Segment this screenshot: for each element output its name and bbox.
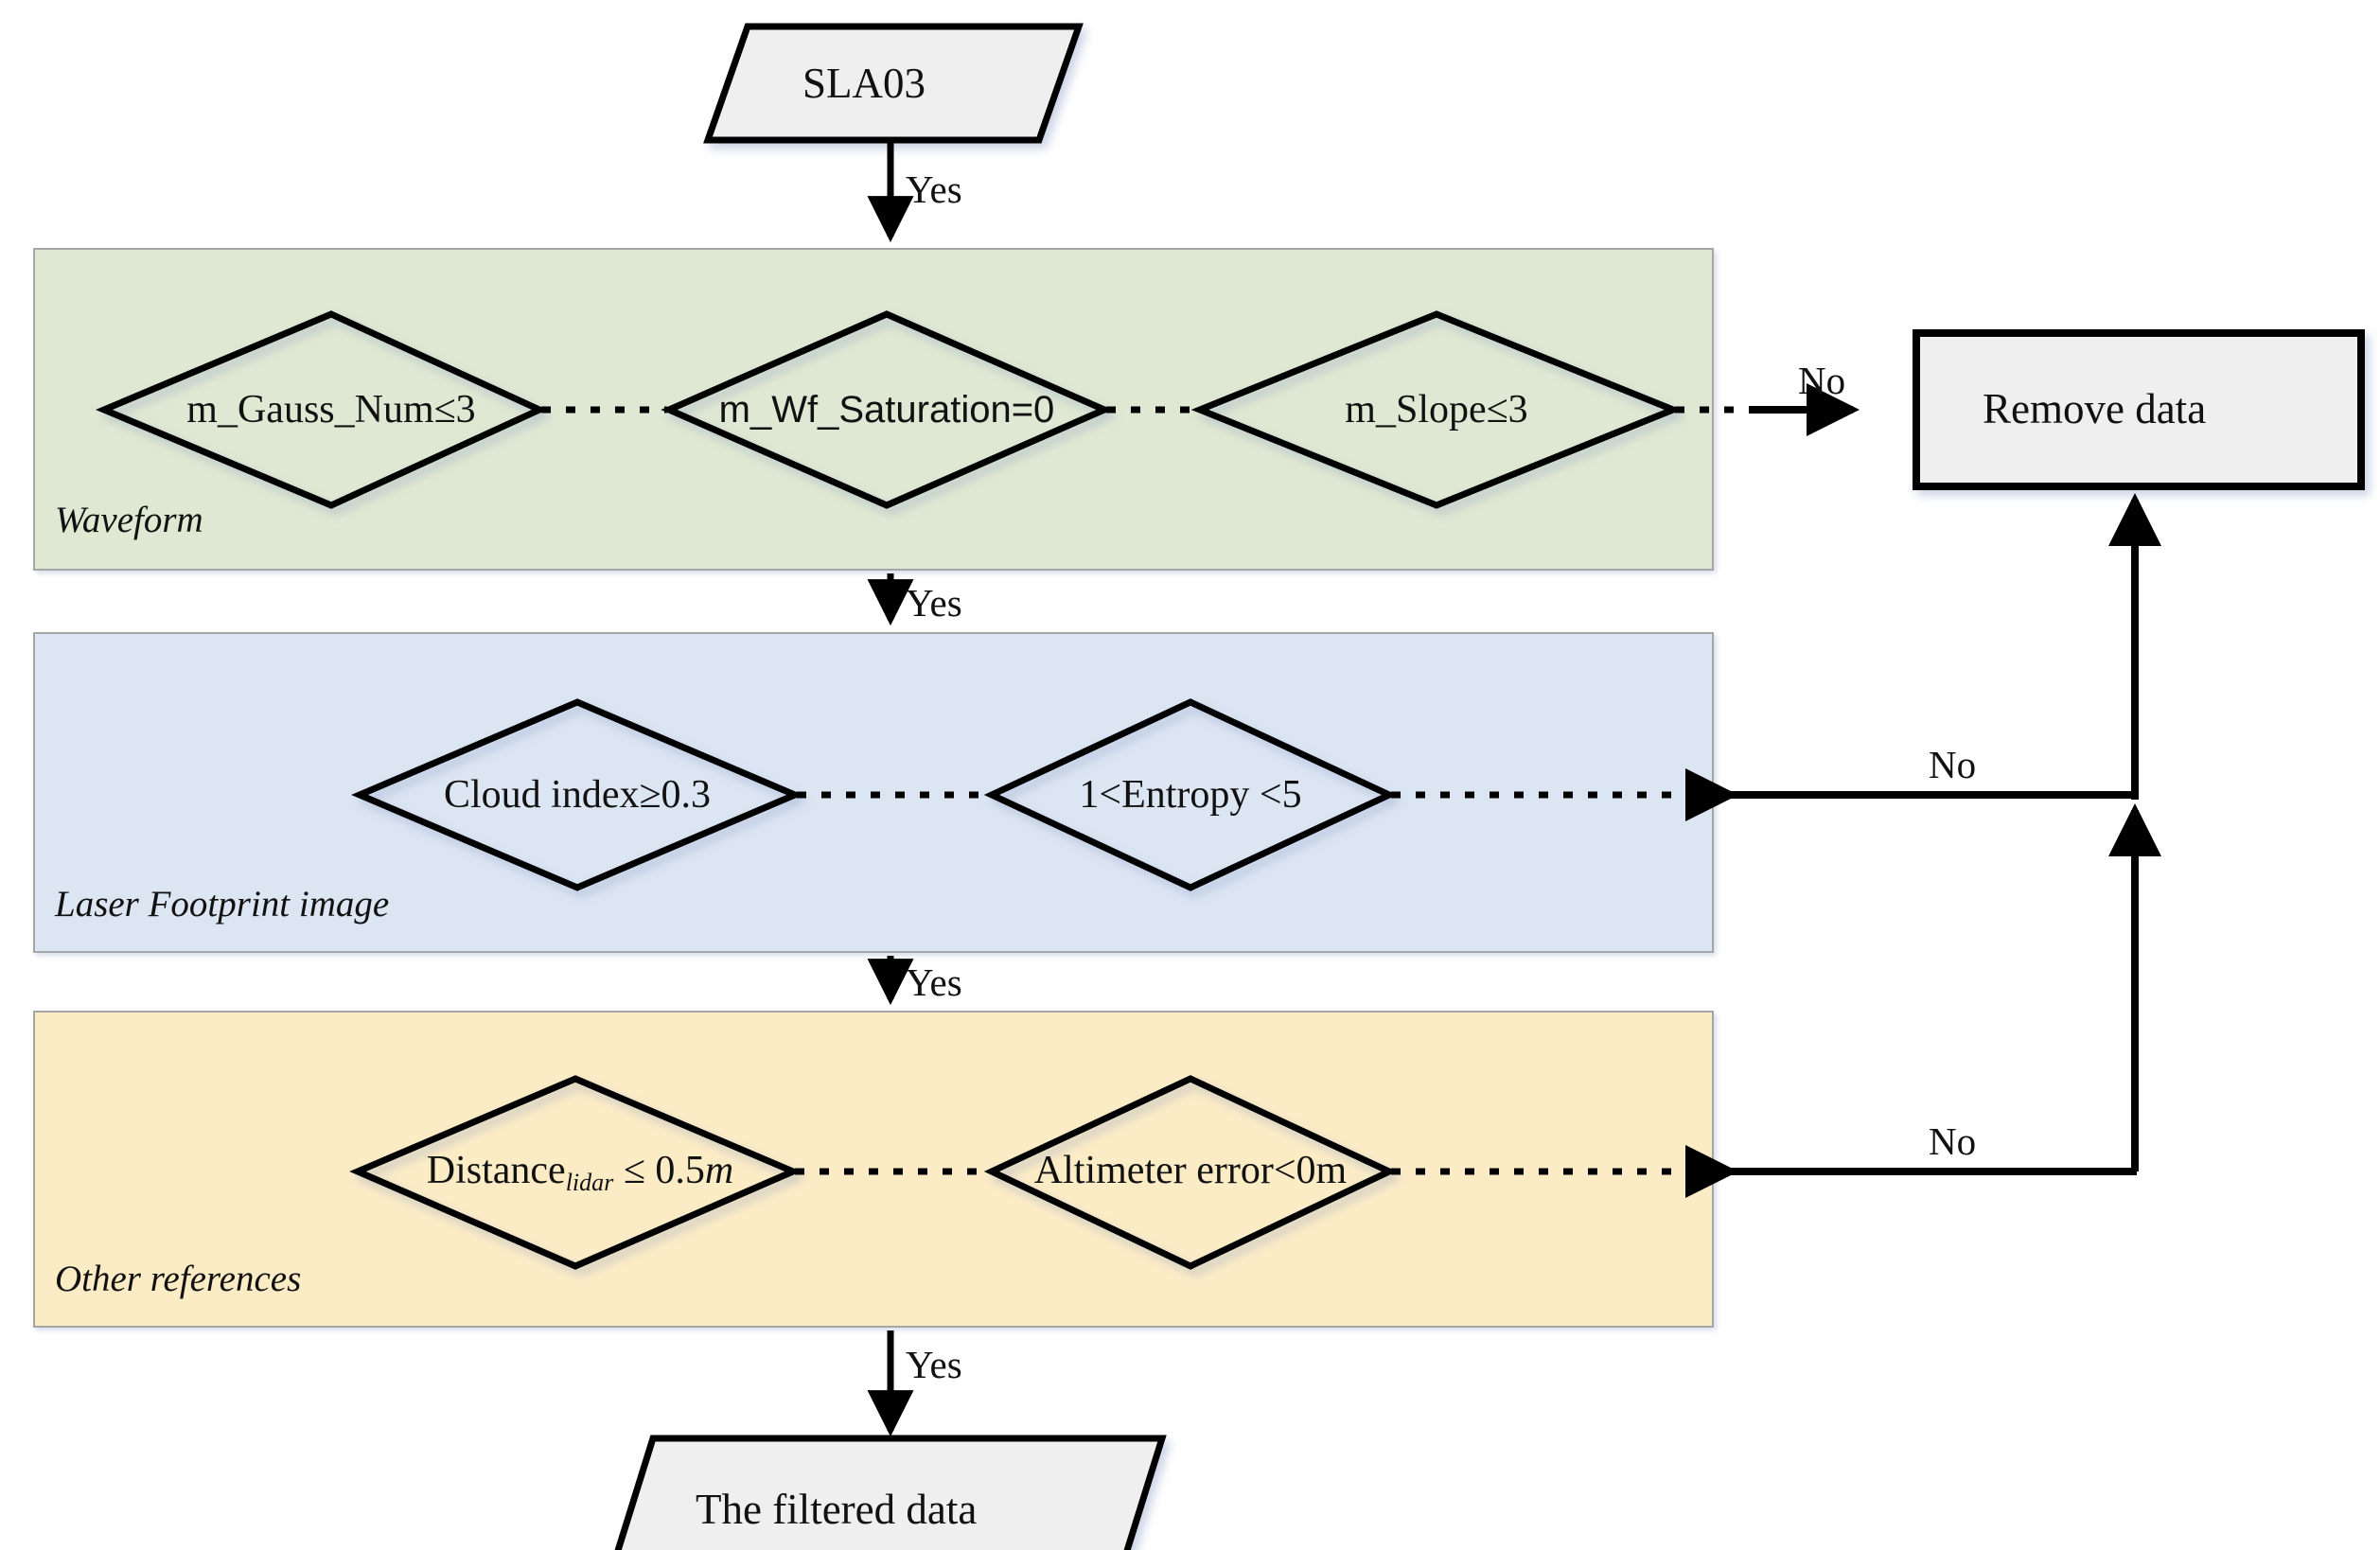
end-node-label: The filtered data — [696, 1486, 978, 1533]
decision-cloud-index-label: Cloud index≥0.3 — [443, 773, 712, 817]
remove-data-label: Remove data — [1983, 385, 2207, 432]
decision-altimeter-error-label: Altimeter error<0m — [1033, 1149, 1348, 1192]
edge-label-start-yes: Yes — [906, 167, 962, 211]
decision-entropy-label: 1<Entropy <5 — [1079, 773, 1302, 817]
decision-wf-saturation-label: m_Wf_Saturation=0 — [718, 389, 1055, 431]
decision-gauss-num-label: m_Gauss_Num≤3 — [186, 388, 476, 432]
edge-label-other-no: No — [1929, 1119, 1977, 1163]
edge-label-footprint-yes: Yes — [906, 960, 962, 1004]
band-label-laser-footprint-image: Laser Footprint image — [55, 884, 390, 925]
edge-label-waveform-no: No — [1798, 359, 1846, 402]
edge-label-footprint-no: No — [1929, 743, 1977, 786]
band-label-waveform: Waveform — [55, 500, 203, 540]
edge-label-other-yes: Yes — [906, 1343, 962, 1386]
decision-slope-label: m_Slope≤3 — [1345, 388, 1528, 432]
start-node-label: SLA03 — [802, 60, 926, 107]
band-label-other-references: Other references — [55, 1259, 302, 1299]
decision-distance-lidar-label: Distancelidar ≤ 0.5m — [426, 1149, 734, 1196]
edge-label-waveform-yes: Yes — [906, 581, 962, 625]
